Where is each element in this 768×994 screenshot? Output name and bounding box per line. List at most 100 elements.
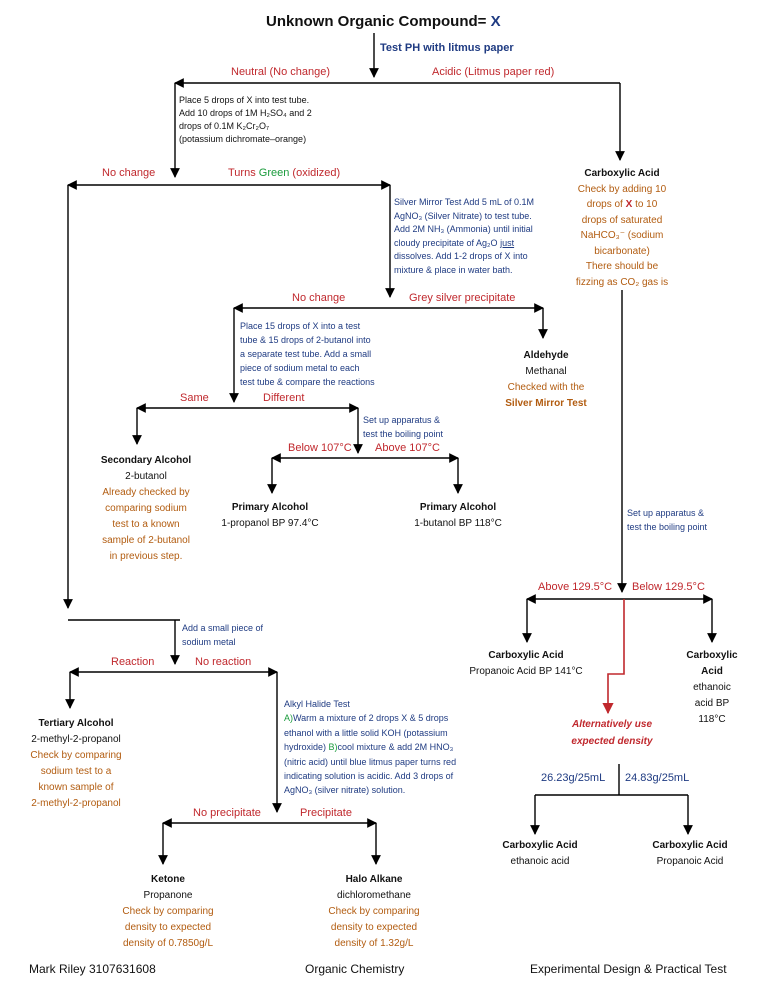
same-label: Same <box>180 392 209 404</box>
footer-author: Mark Riley 3107631608 <box>29 962 156 976</box>
dichromate-line: drops of 0.1M K₂Cr₂O₇ <box>179 121 270 132</box>
no-change-label: No change <box>102 167 156 179</box>
node-title: Ketone <box>151 874 185 885</box>
reaction-label: Reaction <box>111 656 155 668</box>
title-label: Unknown Organic Compound= <box>266 13 487 30</box>
node-title: Carboxylic Acid <box>652 840 728 851</box>
sodium-small-instructions: Add a small piece of sodium metal <box>182 621 263 650</box>
sm-line: cloudy precipitate of Ag₂O just <box>394 237 534 251</box>
silver-mirror-instructions: Silver Mirror Test Add 5 mL of 0.1M AgNO… <box>394 196 534 277</box>
alkyl-halide-instructions: Alkyl Halide Test A)Warm a mixture of 2 … <box>284 697 456 798</box>
density-left-value: 26.23g/25mL <box>541 772 606 784</box>
carboxylic-acid-node: Carboxylic Acid Check by adding 10 drops… <box>576 166 668 290</box>
node-line: test to a known <box>112 519 180 530</box>
ah-line: indicating solution is acidic. Add 3 dro… <box>284 770 454 781</box>
node-name: Propanone <box>143 890 193 901</box>
tertiary-alcohol-node: Tertiary Alcohol 2-methyl-2-propanol Che… <box>30 716 121 812</box>
no-precipitate-label: No precipitate <box>193 807 261 819</box>
ah-text: Warm a mixture of 2 drops X & 5 drops <box>293 713 449 724</box>
no-reaction-label: No reaction <box>195 656 252 668</box>
sm-line: dissolves. Add 1-2 drops of X into <box>394 251 528 261</box>
st-line: a separate test tube. Add a small <box>240 348 372 359</box>
density-note: Alternatively use expected density <box>571 716 652 750</box>
footer-subject: Organic Chemistry <box>305 962 405 976</box>
node-name: ethanoic acid <box>510 856 570 867</box>
density-line: expected density <box>571 736 653 747</box>
sm-no-change-label: No change <box>292 292 346 304</box>
node-line: 2-methyl-2-propanol <box>31 798 121 809</box>
dichromate-line: (potassium dichromate–orange) <box>179 134 307 145</box>
footer-course: Experimental Design & Practical Test <box>530 962 727 976</box>
node-name: Propanoic Acid BP 141°C <box>469 666 583 677</box>
node-title: Carboxylic Acid <box>686 650 738 677</box>
node-name: 2-methyl-2-propanol <box>31 734 121 745</box>
b1-line: test the boiling point <box>363 428 444 439</box>
node-title: Carboxylic Acid <box>584 168 660 179</box>
carboxylic-ethanoic-node: Carboxylic Acid ethanoic acid BP 118°C <box>684 648 740 728</box>
page-title: Unknown Organic Compound= X <box>266 13 501 32</box>
halo-alkane-node: Halo Alkane dichloromethane Check by com… <box>328 872 419 952</box>
node-title: Primary Alcohol <box>419 502 497 513</box>
node-line: density of 0.7850g/L <box>122 938 214 949</box>
below107-label: Below 107°C <box>288 442 352 454</box>
node-line: Check by comparing <box>30 750 122 761</box>
precipitate-label: Precipitate <box>300 807 352 819</box>
st-line: Place 15 drops of X into a test <box>240 321 361 331</box>
ah-line: (nitric acid) until blue litmus paper tu… <box>284 756 457 767</box>
primary-alcohol-2-node: Primary Alcohol 1-butanol BP 118°C <box>414 500 502 532</box>
secondary-alcohol-node: Secondary Alcohol 2-butanol Already chec… <box>101 453 191 565</box>
node-variable: X <box>625 199 633 210</box>
node-line: Check by comparing <box>122 906 214 917</box>
node-line: Check by comparing <box>328 906 420 917</box>
sm-grey-label: Grey silver precipitate <box>409 292 516 304</box>
carboxylic-propanoic-2-node: Carboxylic Acid Propanoic Acid <box>652 838 727 870</box>
ketone-node: Ketone Propanone Check by comparing dens… <box>122 872 213 952</box>
sm-line: AgNO₃ (Silver Nitrate) to test tube. <box>394 210 532 221</box>
node-title: Primary Alcohol <box>231 502 309 513</box>
carboxylic-ethanoic-2-node: Carboxylic Acid ethanoic acid <box>502 838 577 870</box>
ah-text: hydroxide) <box>284 742 327 753</box>
node-title: Carboxylic Acid <box>488 650 564 661</box>
ss-line: Add a small piece of <box>182 623 264 633</box>
title-variable: X <box>490 13 501 30</box>
dichromate-line: Add 10 drops of 1M H₂SO₄ and 2 <box>179 108 312 119</box>
ah-step-b: B) <box>328 742 338 753</box>
node-title: Carboxylic Acid <box>502 840 578 851</box>
node-title: Halo Alkane <box>345 874 403 885</box>
node-name: 1-propanol BP 97.4°C <box>221 518 319 529</box>
node-line: sample of 2-butanol <box>102 535 190 546</box>
ss-line: sodium metal <box>182 637 236 648</box>
node-line: Silver Mirror Test <box>505 398 587 409</box>
node-line: known sample of <box>38 782 114 793</box>
node-line: fizzing as CO₂ gas is <box>575 276 669 288</box>
aldehyde-node: Aldehyde Methanal Checked with the Silve… <box>505 348 587 412</box>
boiling2-instructions: Set up apparatus & test the boiling poin… <box>627 506 707 535</box>
sm-text: cloudy precipitate of Ag₂O <box>394 237 498 248</box>
ah-step-a: A) <box>284 713 293 724</box>
ah-line: A)Warm a mixture of 2 drops X & 5 drops <box>284 711 456 725</box>
node-line: density to expected <box>330 922 418 933</box>
node-line: Checked with the <box>507 382 585 393</box>
carboxylic-propanoic-node: Carboxylic Acid Propanoic Acid BP 141°C <box>469 648 582 680</box>
node-line: bicarbonate) <box>594 245 650 257</box>
node-line: sodium test to a <box>40 766 112 777</box>
ah-line: AgNO₃ (silver nitrate) solution. <box>284 785 406 796</box>
oxidized-text: (oxidized) <box>292 167 341 179</box>
node-name: 1-butanol BP 118°C <box>414 518 502 529</box>
st-line: test tube & compare the reactions <box>240 376 375 387</box>
node-title: Aldehyde <box>523 350 569 361</box>
red-arrow-density <box>602 599 625 715</box>
sm-line: Silver Mirror Test Add 5 mL of 0.1M <box>394 197 535 207</box>
neutral-label: Neutral (No change) <box>231 66 331 78</box>
b2-line: Set up apparatus & <box>627 508 705 518</box>
b1-line: Set up apparatus & <box>363 415 441 425</box>
turns-text: Turns <box>228 167 256 179</box>
node-line: density of 1.32g/L <box>334 938 414 949</box>
ah-line: hydroxide) B)cool mixture & add 2M HNO₃ <box>284 740 456 754</box>
density-line: Alternatively use <box>571 719 653 730</box>
litmus-test-label: Test PH with litmus paper <box>380 42 514 54</box>
node-title: Secondary Alcohol <box>100 455 192 466</box>
dichromate-instructions: Place 5 drops of X into test tube. Add 1… <box>179 94 312 146</box>
node-name: Propanoic Acid <box>656 856 724 867</box>
node-line: NaHCO₃⁻ (sodium <box>580 230 664 241</box>
